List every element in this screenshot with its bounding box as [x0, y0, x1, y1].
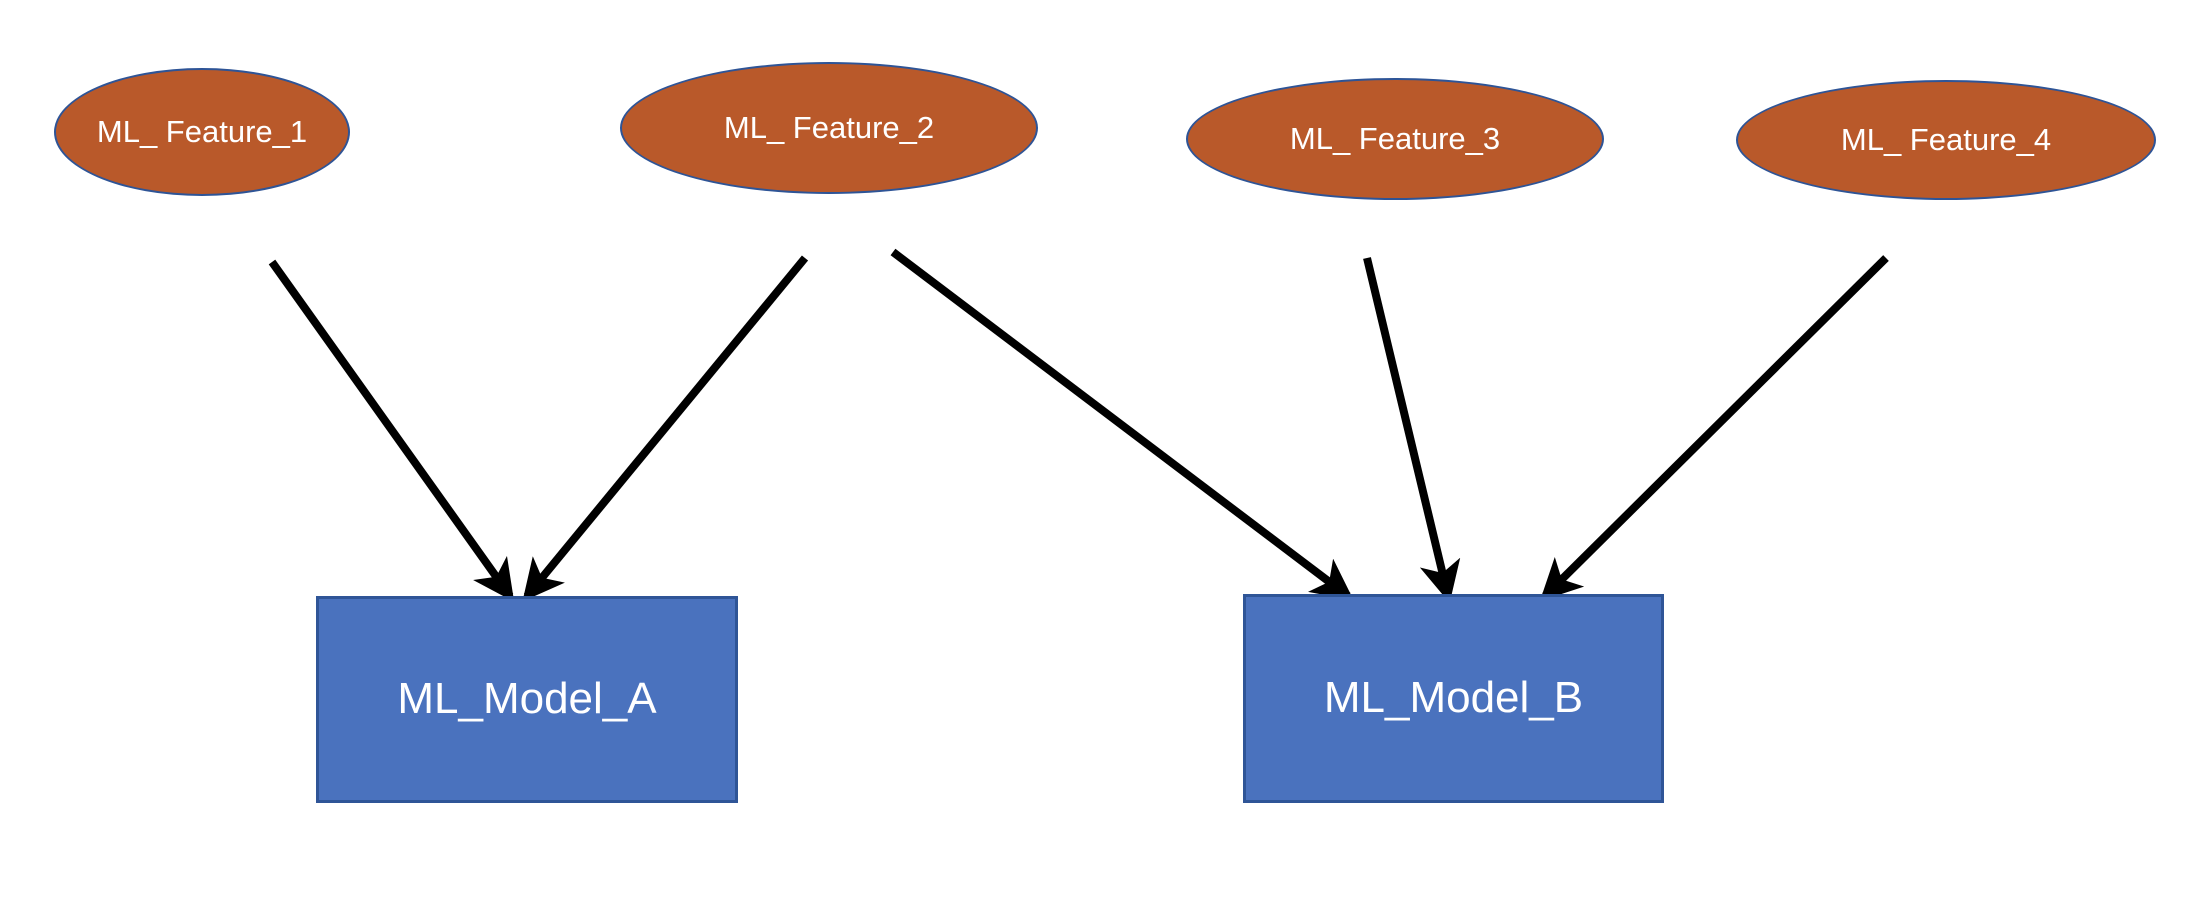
edge-feature_2-to-model_a [522, 255, 809, 602]
node-feature-3-label: ML_ Feature_3 [1289, 120, 1501, 156]
node-feature-2[interactable]: ML_ Feature_2 [620, 62, 1038, 194]
edge-feature_4-to-model_b [1539, 255, 1889, 602]
node-feature-1[interactable]: ML_ Feature_1 [54, 68, 350, 196]
node-feature-2-label: ML_ Feature_2 [723, 109, 935, 145]
node-model-b[interactable]: ML_Model_B [1243, 594, 1664, 803]
node-feature-3[interactable]: ML_ Feature_3 [1186, 78, 1604, 200]
node-model-a-label: ML_Model_A [397, 674, 657, 724]
node-feature-1-label: ML_ Feature_1 [96, 113, 308, 149]
node-model-a[interactable]: ML_Model_A [316, 596, 738, 803]
edge-feature_2-to-model_b [890, 248, 1354, 601]
node-feature-4-label: ML_ Feature_4 [1840, 121, 2052, 157]
edge-feature_3-to-model_b [1363, 257, 1461, 604]
edge-feature_1-to-model_a [268, 259, 515, 602]
node-feature-4[interactable]: ML_ Feature_4 [1736, 80, 2156, 200]
node-model-b-label: ML_Model_B [1323, 673, 1584, 723]
